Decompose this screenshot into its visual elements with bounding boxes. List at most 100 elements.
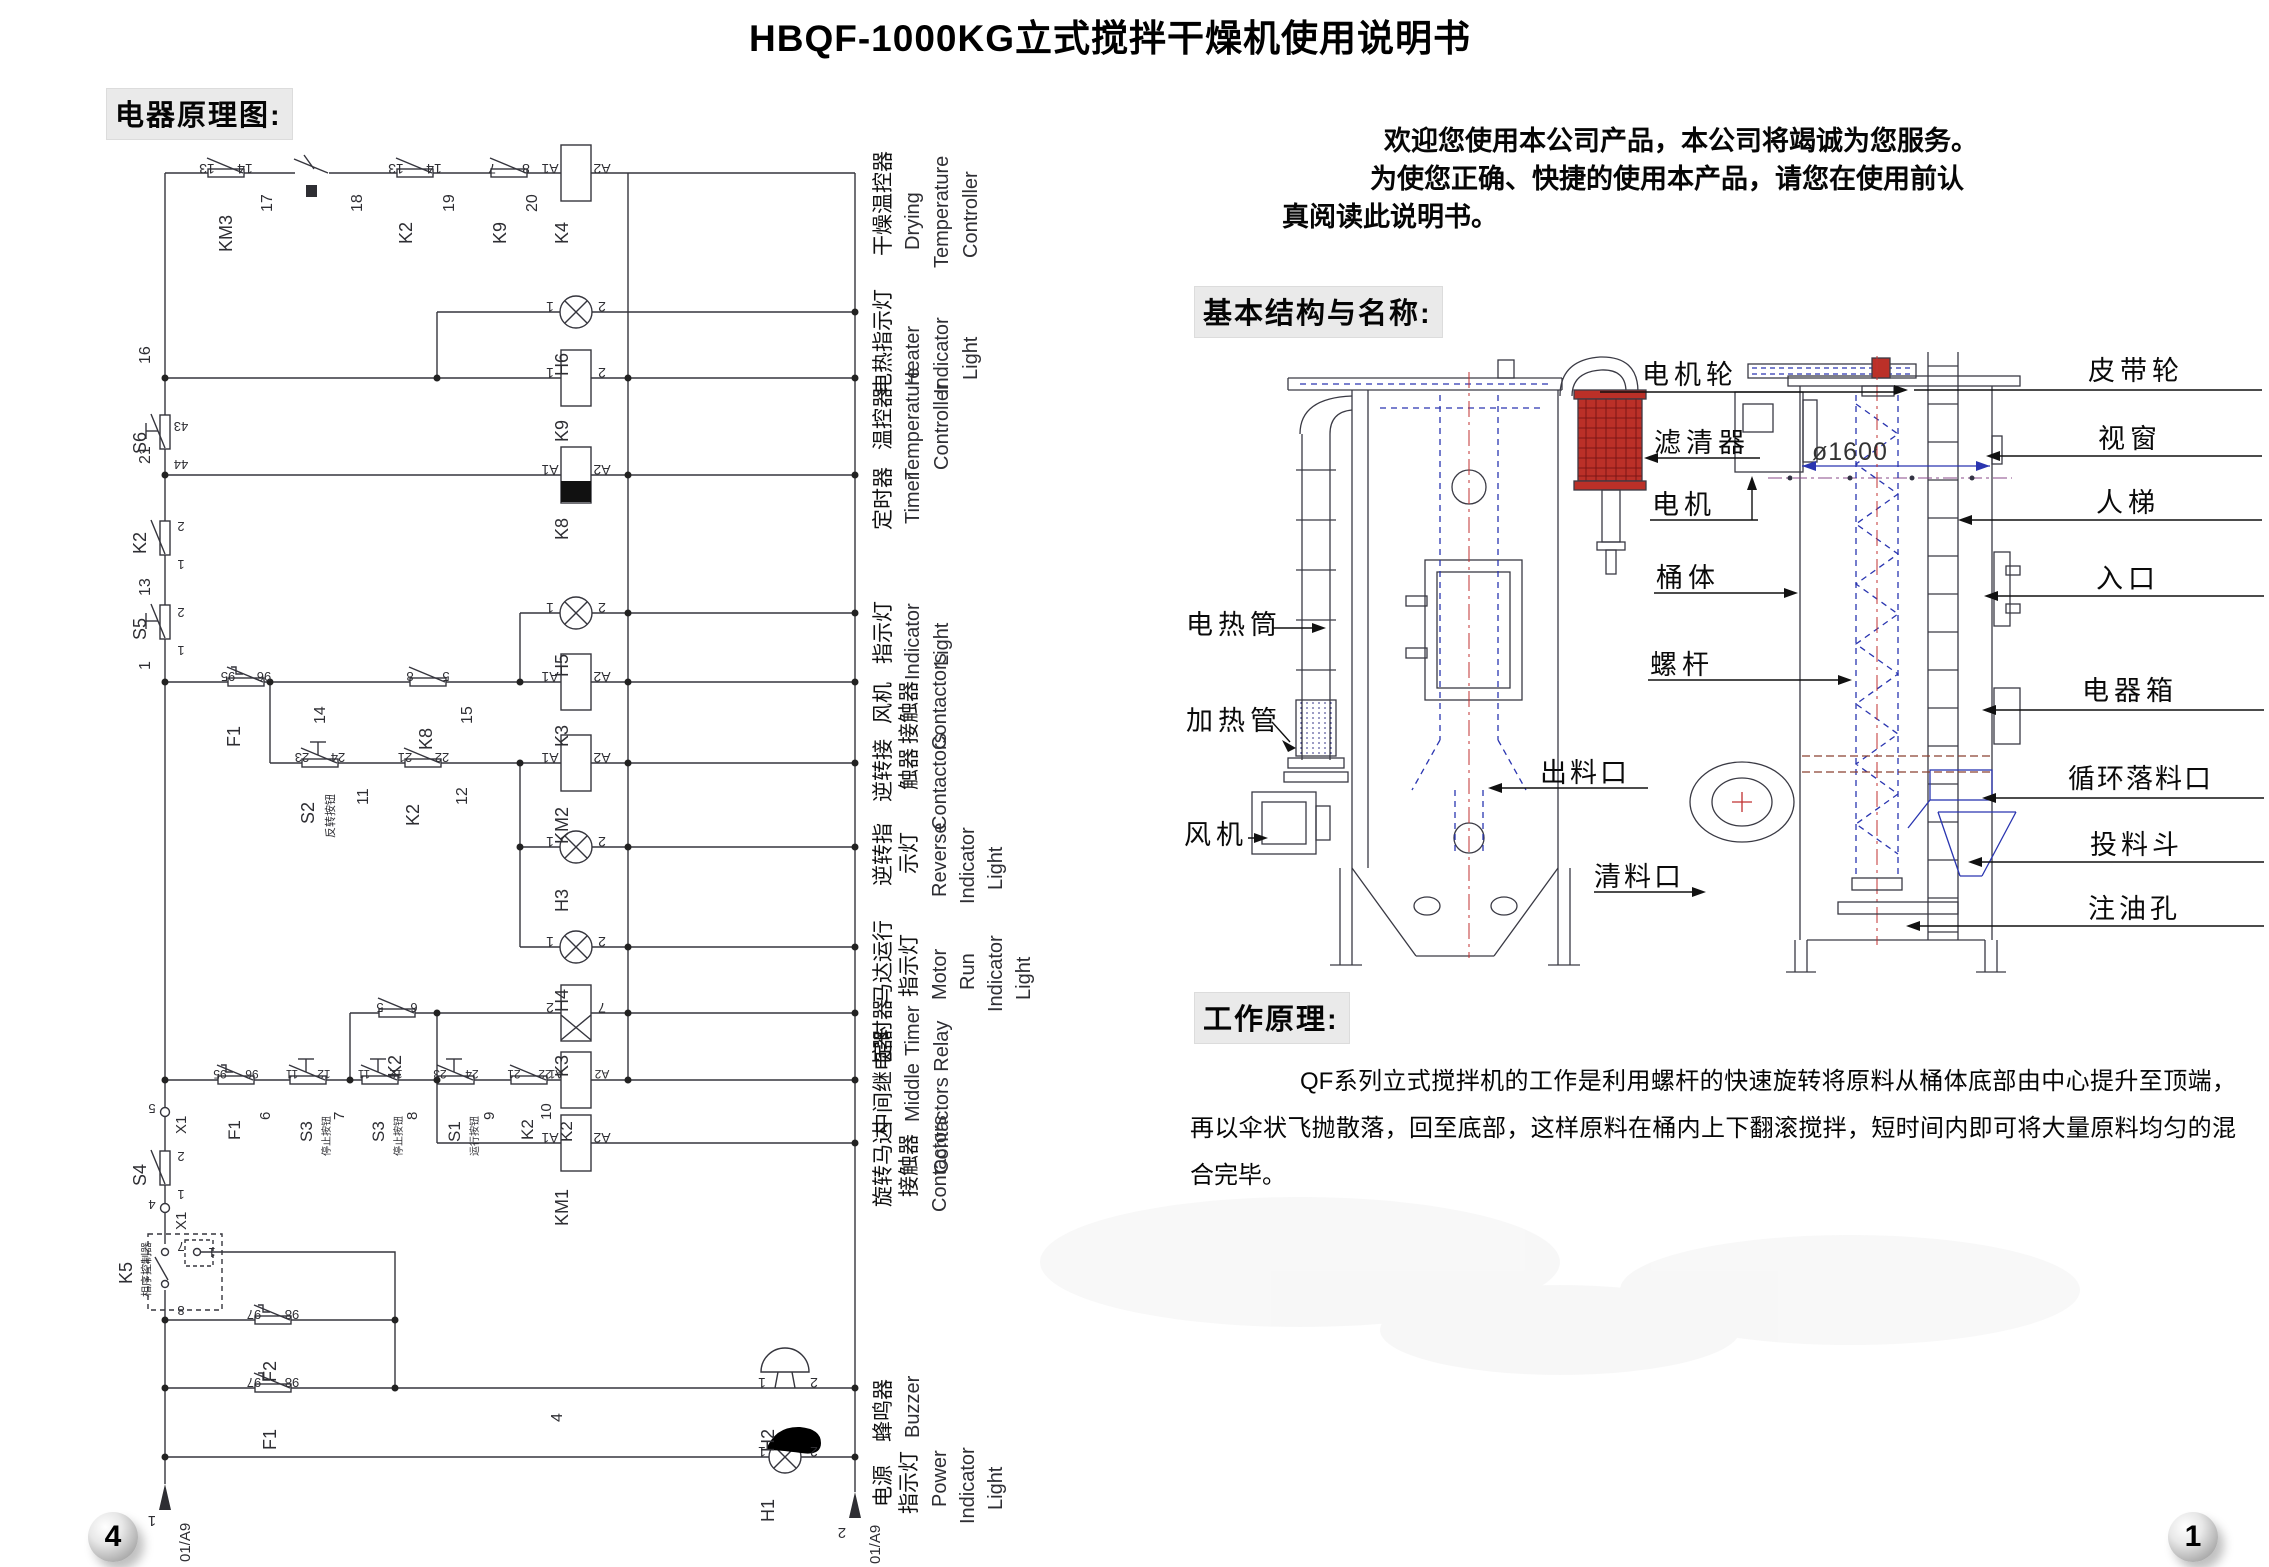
diagram-label: X1 [173,1116,190,1134]
diagram-label: 干燥温控器 [872,151,895,256]
diagram-label: A1 [541,161,558,177]
diagram-label: K3 [552,725,572,747]
diagram-label: 7 [598,1000,606,1016]
diagram-label: 1 [546,299,554,315]
diagram-label: K2 [396,222,416,244]
diagram-label: Reverse [929,823,951,897]
diagram-label: 15 [459,706,476,724]
diagram-label: H5 [552,654,572,677]
diagram-label: 2 [810,1444,818,1460]
diagram-label: 5 [376,1000,383,1015]
diagram-label: Timer [902,1005,924,1056]
diagram-label: A2 [593,462,610,478]
diagram-label: 风机 [1184,820,1248,850]
diagram-label: 11 [285,1067,298,1081]
heading-electric-diagram: 电器原理图: [106,88,293,140]
page-number-left-value: 4 [104,1520,122,1553]
diagram-label: 21 [398,750,412,765]
structure-diagram [1248,352,2264,973]
filter-assembly [1559,356,1647,575]
diagram-label: 98 [285,1307,299,1322]
diagram-label: 电器箱 [2082,676,2178,706]
diagram-label: 注油孔 [2088,894,2181,924]
diagram-label: S6 [130,432,150,454]
diagram-label: 定时器 [872,999,895,1062]
diagram-label: 2 [598,365,606,381]
diagram-label: 01/A9 [177,1523,194,1562]
diagram-label: 中间继电器 [872,1029,895,1134]
heading-principle: 工作原理: [1194,992,1350,1044]
diagram-label: Controller [960,171,982,258]
diagram-label: 5 [442,669,449,684]
diagram-label: 95 [213,1067,227,1081]
diagram-label: 示灯 [898,832,921,874]
diagram-label: Light [931,622,953,666]
diagram-label: 反转按钮 [323,794,337,838]
diagram-label: 电热筒 [1186,610,1282,640]
diagram-label: 8 [177,1303,184,1318]
structure-front-view [1251,356,1647,966]
diagram-label: H4 [552,989,572,1012]
diagram-label: K2 [403,804,423,826]
diagram-label: 出料口 [1540,758,1630,788]
diagram-label: K2 [385,1055,405,1077]
diagram-label: 23 [295,750,309,765]
diagram-label: 9 [481,1112,498,1120]
diagram-label: X1 [173,1212,190,1230]
diagram-label: Light [1013,956,1035,1000]
diagram-label: K9 [552,420,572,442]
diagram-label: Light [985,1466,1007,1510]
diagram-label: 2 [177,1149,184,1164]
diagram-label: 风机 [872,682,895,724]
diagram-label: S4 [130,1164,150,1186]
diagram-label: 7 [488,161,496,177]
diagram-label: 95 [221,669,235,684]
diagram-label: K8 [416,728,436,750]
diagram-label: 43 [174,419,188,434]
diagram-label: 1 [546,834,554,850]
diagram-label: F2 [260,1361,280,1382]
diagram-label: Contactors [929,1115,951,1212]
diagram-label: 指示灯 [898,934,921,997]
diagram-label: 指示灯 [898,1451,921,1514]
diagram-label: Heater [902,326,924,386]
diagram-label: 螺杆 [1650,650,1714,680]
diagram-label: 循环落料口 [2068,764,2213,794]
diagram-label: K9 [490,222,510,244]
diagram-label: 13 [137,578,154,596]
diagram-label: 1 [546,365,554,381]
page-number-right-value: 1 [2184,1520,2202,1553]
diagram-label: 蜂鸣器 [872,1379,895,1442]
diagram-label: 12 [389,1067,403,1081]
diagram-label: 12 [454,787,471,805]
diagram-label: 定时器 [872,467,895,530]
diagram-label: H3 [552,889,572,912]
diagram-label: 2 [810,1375,818,1391]
diagram-label: 24 [465,1067,479,1081]
diagram-label: A1 [548,1067,563,1081]
diagram-label: 皮带轮 [2088,356,2184,386]
diagram-label: 13 [388,161,404,177]
diagram-label: 4 [549,1413,566,1422]
diagram-label: Drying [902,192,924,250]
diagram-label: A2 [594,1067,609,1081]
diagram-label: 22 [538,1067,552,1081]
diagram-label: Indicator [985,935,1007,1012]
diagram-label: A1 [541,750,558,766]
diagram-label: Light [985,846,1007,890]
diagram-label: 2 [598,834,606,850]
diagram-label: 1 [177,643,184,658]
diagram-label: 电热指示灯 [872,289,895,394]
diagram-label: Contactors [929,733,951,830]
diagram-label: 8 [522,161,530,177]
diagram-label: 22 [435,750,449,765]
diagram-label: 21 [137,446,154,464]
diagram-label: 23 [433,1067,447,1081]
diagram-label: H2 [758,1429,778,1452]
diagram-label: 44 [174,457,188,472]
diagram-label: 2 [838,1524,846,1541]
structure-side-view [1689,352,2021,973]
diagram-label: A2 [593,1130,610,1146]
diagram-label: 相序控制器 [139,1242,153,1297]
diagram-label: 5 [148,1101,155,1116]
